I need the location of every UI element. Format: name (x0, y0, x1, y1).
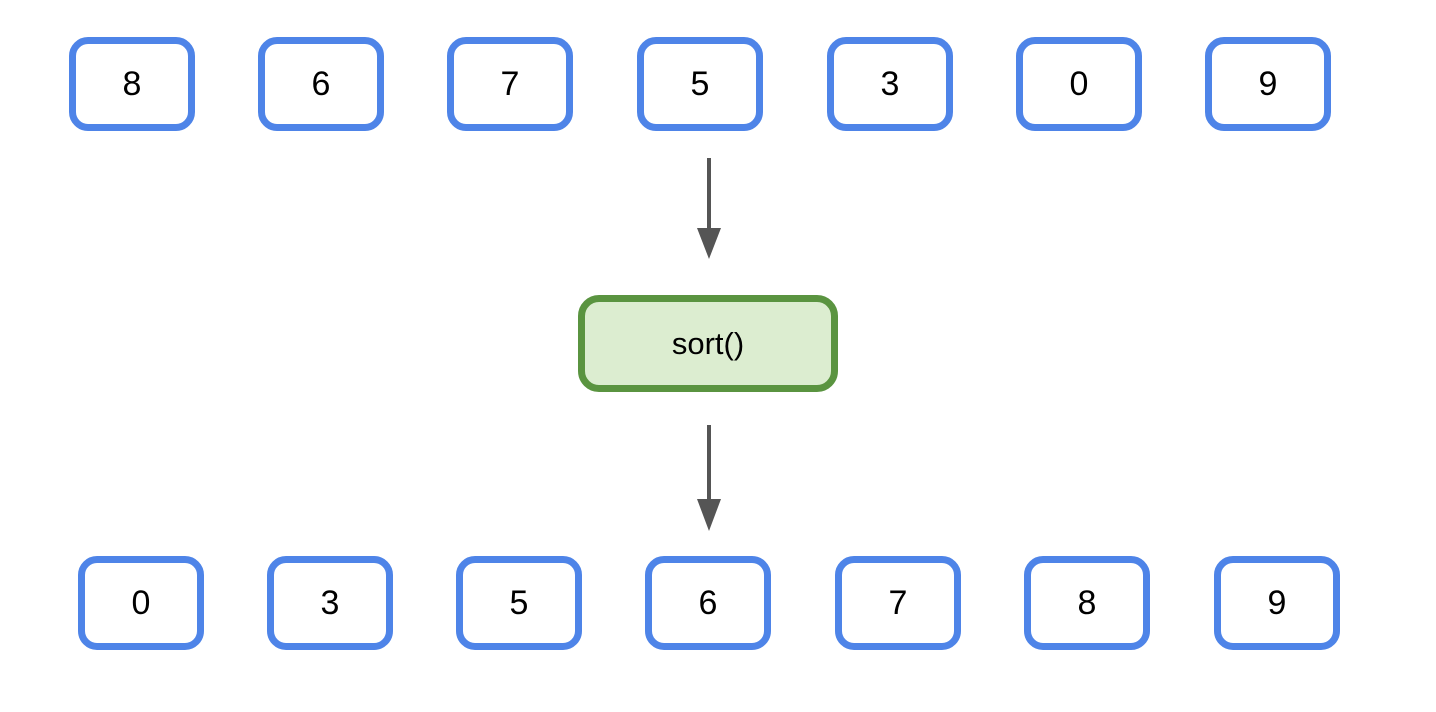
array-cell[interactable]: 0 (1016, 37, 1142, 131)
array-cell[interactable]: 7 (835, 556, 961, 650)
array-cell[interactable]: 5 (637, 37, 763, 131)
array-cell-value: 0 (1069, 65, 1089, 103)
array-cell-value: 6 (698, 584, 718, 622)
array-cell[interactable]: 3 (827, 37, 953, 131)
array-cell[interactable]: 8 (1024, 556, 1150, 650)
array-cell[interactable]: 6 (258, 37, 384, 131)
array-cell[interactable]: 7 (447, 37, 573, 131)
array-cell-value: 3 (880, 65, 900, 103)
array-cell-value: 8 (122, 65, 142, 103)
array-cell[interactable]: 3 (267, 556, 393, 650)
array-cell[interactable]: 5 (456, 556, 582, 650)
array-cell-value: 7 (500, 65, 520, 103)
array-cell-value: 9 (1267, 584, 1287, 622)
array-cell-value: 3 (320, 584, 340, 622)
array-cell[interactable]: 0 (78, 556, 204, 650)
sort-process-label: sort() (671, 326, 745, 361)
array-cell-value: 8 (1077, 584, 1097, 622)
array-cell[interactable]: 8 (69, 37, 195, 131)
array-cell[interactable]: 9 (1205, 37, 1331, 131)
array-cell-value: 7 (888, 584, 908, 622)
sort-process-node[interactable]: sort() (578, 295, 838, 392)
array-cell[interactable]: 9 (1214, 556, 1340, 650)
array-cell[interactable]: 6 (645, 556, 771, 650)
array-cell-value: 5 (690, 65, 710, 103)
array-cell-value: 5 (509, 584, 529, 622)
array-cell-value: 9 (1258, 65, 1278, 103)
array-cell-value: 6 (311, 65, 331, 103)
array-cell-value: 0 (131, 584, 151, 622)
